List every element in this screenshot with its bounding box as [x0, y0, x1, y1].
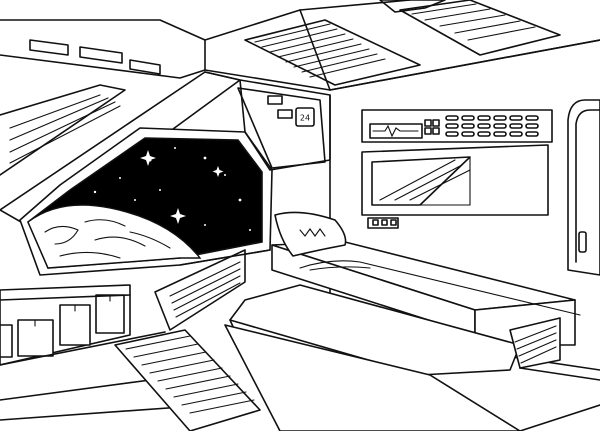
bed [229, 211, 581, 376]
right-wall [329, 39, 600, 371]
keypad-icon[interactable] [424, 119, 440, 135]
room-number-plate [295, 107, 315, 127]
indicator-light [267, 95, 283, 105]
star-field [93, 147, 251, 231]
control-panel [361, 109, 553, 143]
ceiling-slats [244, 0, 561, 86]
porthole-window [19, 127, 273, 276]
star-icon [238, 198, 242, 202]
floor [0, 319, 600, 431]
ceiling-vent-left [29, 39, 161, 75]
star-icon [119, 177, 121, 179]
star-icon [159, 189, 161, 191]
star-icon [249, 229, 251, 231]
locker-door[interactable] [0, 324, 13, 358]
indicator-light [277, 109, 293, 119]
storage-lockers [0, 284, 131, 366]
star-icon [212, 166, 224, 177]
star-icon [170, 208, 186, 224]
door-handle[interactable] [578, 231, 587, 253]
waveform-icon [372, 124, 419, 138]
wall-shelf [361, 144, 549, 216]
ceiling [0, 0, 600, 91]
room-number: 24 [300, 114, 310, 123]
star-icon [134, 199, 136, 201]
doorway[interactable] [567, 99, 600, 276]
wall-switch[interactable] [367, 217, 399, 229]
star-icon [203, 156, 207, 160]
pillow [274, 211, 347, 257]
planet [27, 204, 202, 269]
bench-step [154, 249, 271, 331]
waveform-display [369, 123, 423, 139]
star-icon [140, 150, 156, 166]
star-icon [174, 147, 176, 149]
star-icon [204, 224, 206, 226]
central-column: 24 [204, 71, 331, 331]
floor-vent [114, 329, 261, 431]
panel-buttons[interactable] [445, 115, 539, 137]
star-icon [224, 174, 226, 176]
star-icon [93, 190, 97, 194]
